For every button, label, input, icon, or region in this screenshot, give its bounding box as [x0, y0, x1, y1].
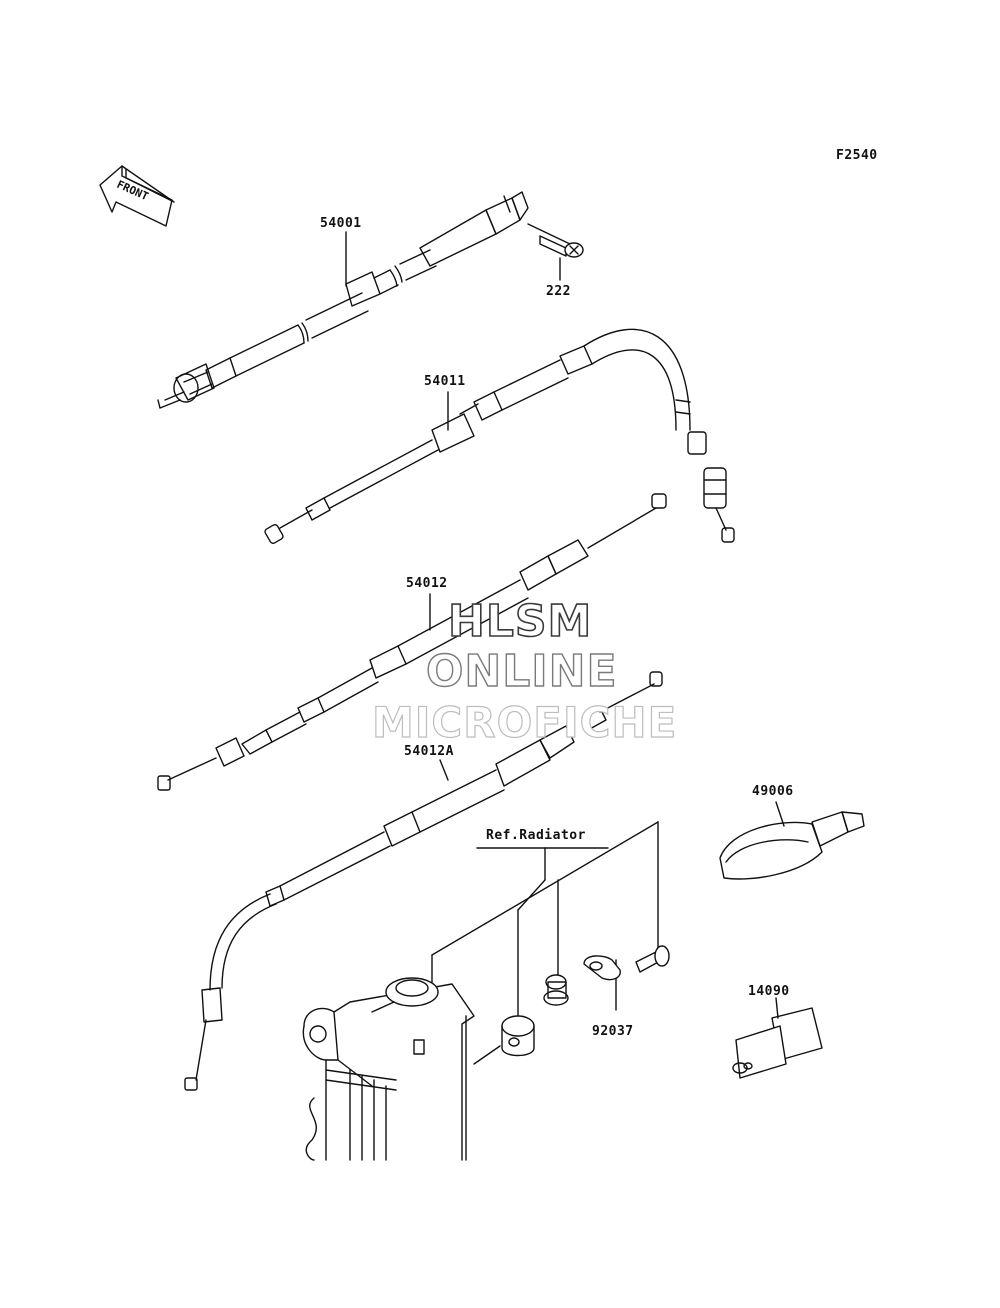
bolt: [635, 945, 670, 973]
radiator: [302, 977, 475, 1161]
ref-radiator-label: Ref.Radiator: [486, 828, 586, 843]
cable-54012a: [184, 671, 663, 1091]
part-label-14090: 14090: [748, 984, 790, 999]
grip: [719, 811, 865, 880]
part-label-54011: 54011: [424, 374, 466, 389]
watermark-line-2: ONLINE: [425, 645, 618, 697]
watermark-line-1: HLSM: [447, 595, 593, 648]
speedometer-cable: [157, 191, 529, 409]
clamp: [583, 955, 621, 981]
leader-54012a: [439, 759, 449, 781]
part-label-222: 222: [546, 284, 571, 299]
grommet: [543, 974, 569, 1006]
part-label-49006: 49006: [752, 784, 794, 799]
screw: [527, 223, 584, 281]
radiator-leader-lines: [431, 821, 659, 1019]
part-label-54012: 54012: [406, 576, 448, 591]
control-cable: [264, 328, 735, 545]
cable-54012: [157, 493, 667, 791]
figure-code: F2540: [836, 148, 878, 163]
part-label-54012a: 54012A: [404, 744, 454, 759]
leader-14090: [775, 997, 779, 1019]
part-label-54001: 54001: [320, 216, 362, 231]
front-arrow-icon: [99, 165, 175, 227]
part-label-92037: 92037: [592, 1024, 634, 1039]
watermark-line-3: MICROFICHE: [371, 697, 678, 747]
cover: [732, 1007, 823, 1079]
mount-rubber: [473, 1015, 535, 1065]
leader-49006: [775, 801, 785, 827]
